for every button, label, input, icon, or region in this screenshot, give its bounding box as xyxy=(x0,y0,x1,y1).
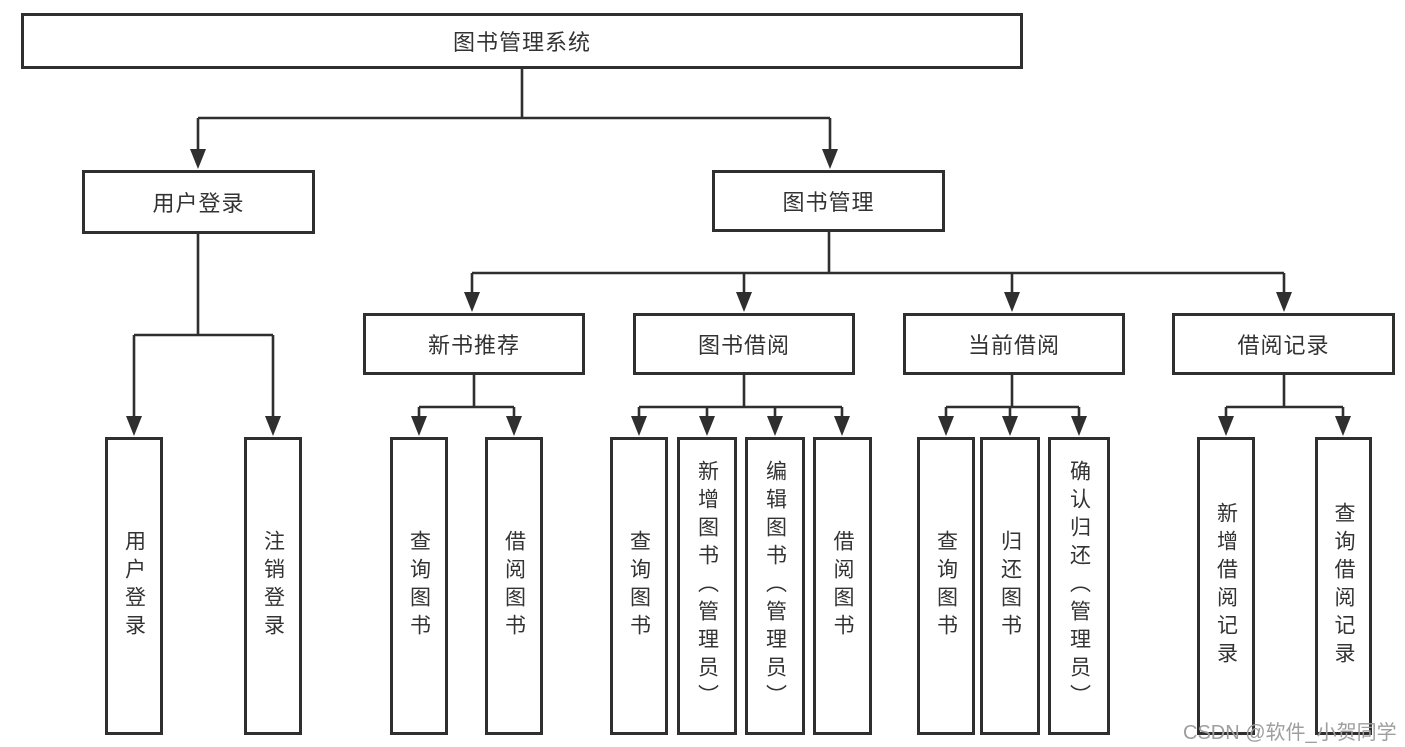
node-book-borrow: 图书借阅 xyxy=(633,313,855,375)
leaf-logout: 注销登录 xyxy=(244,437,302,735)
leaf-add-borrow-record-label: 新增借阅记录 xyxy=(1214,502,1238,670)
leaf-add-books-admin: 新增图书（管理员） xyxy=(677,437,737,735)
node-borrow-records-label: 借阅记录 xyxy=(1237,333,1330,358)
leaf-borrow-books-label: 借阅图书 xyxy=(831,530,854,642)
leaf-query-borrow-record: 查询借阅记录 xyxy=(1315,437,1372,735)
leaf-confirm-return-admin: 确认归还（管理员） xyxy=(1048,437,1110,735)
node-current-borrow-label: 当前借阅 xyxy=(967,333,1060,358)
leaf-add-borrow-record: 新增借阅记录 xyxy=(1197,437,1255,735)
node-new-book-recommend: 新书推荐 xyxy=(363,313,585,375)
leaf-confirm-return-admin-label: 确认归还（管理员） xyxy=(1067,460,1091,712)
leaf-logout-label: 注销登录 xyxy=(261,530,285,642)
leaf-query-books-current: 查询图书 xyxy=(917,437,975,735)
node-book-management: 图书管理 xyxy=(712,170,945,232)
leaf-user-login-label: 用户登录 xyxy=(122,530,146,642)
node-user-login-label: 用户登录 xyxy=(152,191,245,216)
leaf-return-books-label: 归还图书 xyxy=(998,530,1022,642)
node-current-borrow: 当前借阅 xyxy=(903,313,1125,375)
leaf-query-books-recommend: 查询图书 xyxy=(390,437,448,735)
leaf-query-borrow-record-label: 查询借阅记录 xyxy=(1332,502,1355,670)
leaf-query-books-current-label: 查询图书 xyxy=(934,530,958,642)
node-book-borrow-label: 图书借阅 xyxy=(697,333,790,358)
leaf-borrow-books-recommend: 借阅图书 xyxy=(485,437,543,735)
node-book-management-label: 图书管理 xyxy=(782,190,875,215)
node-borrow-records: 借阅记录 xyxy=(1172,313,1395,375)
leaf-edit-books-admin-label: 编辑图书（管理员） xyxy=(763,460,787,712)
leaf-query-books-borrow: 查询图书 xyxy=(610,437,668,735)
leaf-borrow-books: 借阅图书 xyxy=(813,437,872,735)
leaf-user-login: 用户登录 xyxy=(105,437,163,735)
leaf-add-books-admin-label: 新增图书（管理员） xyxy=(695,460,719,712)
leaf-borrow-books-recommend-label: 借阅图书 xyxy=(502,530,526,642)
root-node-library-management-system: 图书管理系统 xyxy=(21,13,1023,69)
watermark: CSDN @软件_小贺同学 xyxy=(1183,722,1397,744)
leaf-query-books-recommend-label: 查询图书 xyxy=(407,530,431,642)
leaf-query-books-borrow-label: 查询图书 xyxy=(627,530,651,642)
root-node-label: 图书管理系统 xyxy=(452,30,591,55)
node-user-login: 用户登录 xyxy=(82,170,315,234)
leaf-edit-books-admin: 编辑图书（管理员） xyxy=(745,437,805,735)
node-new-book-recommend-label: 新书推荐 xyxy=(427,333,520,358)
leaf-return-books: 归还图书 xyxy=(980,437,1040,735)
